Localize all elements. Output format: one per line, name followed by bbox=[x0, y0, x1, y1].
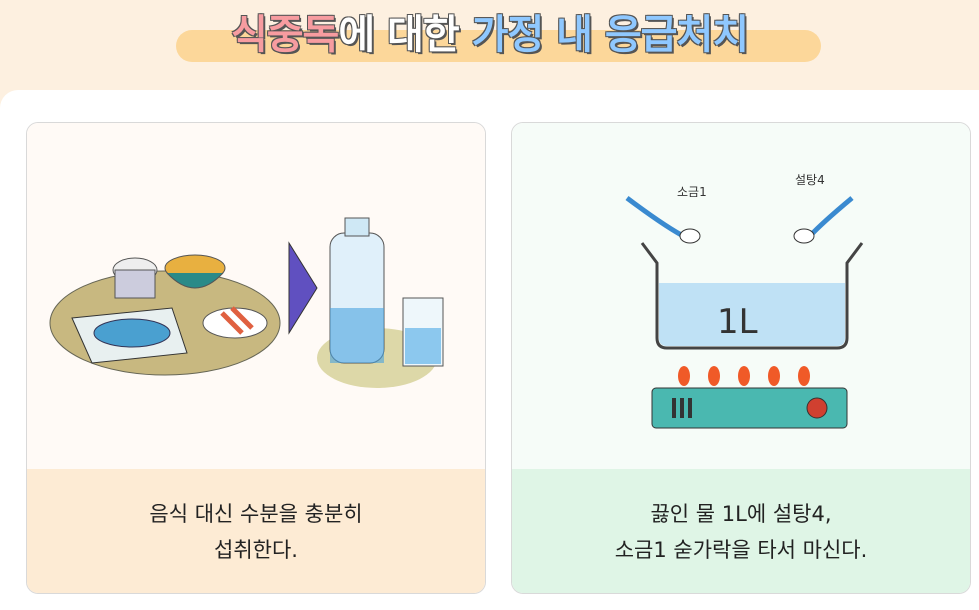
title-highlight bbox=[176, 30, 821, 62]
card-oral-rehydration: 1L 소금1 설탕4 끓인 물 1L에 설탕4, 소금1 숟가락을 타서 마신다… bbox=[511, 122, 971, 594]
caption: 음식 대신 수분을 충분히 섭취한다. bbox=[27, 469, 485, 593]
caption: 끓인 물 1L에 설탕4, 소금1 숟가락을 타서 마신다. bbox=[512, 469, 970, 593]
sugar-label: 설탕4 bbox=[795, 173, 825, 187]
illustration-pot-stove: 1L bbox=[625, 195, 864, 429]
volume-label: 1L bbox=[717, 302, 758, 342]
pot-on-stove-illustration: 1L 소금1 설탕4 bbox=[512, 123, 970, 469]
illustration-food-water bbox=[49, 217, 444, 388]
salt-label: 소금1 bbox=[677, 185, 707, 199]
card-hydration: 음식 대신 수분을 충분히 섭취한다. bbox=[26, 122, 486, 594]
page-title: 식중독에 대한 가정 내 응급처치 bbox=[230, 12, 749, 58]
header: 식중독에 대한 가정 내 응급처치 bbox=[0, 0, 979, 92]
food-to-water-illustration bbox=[27, 123, 485, 469]
